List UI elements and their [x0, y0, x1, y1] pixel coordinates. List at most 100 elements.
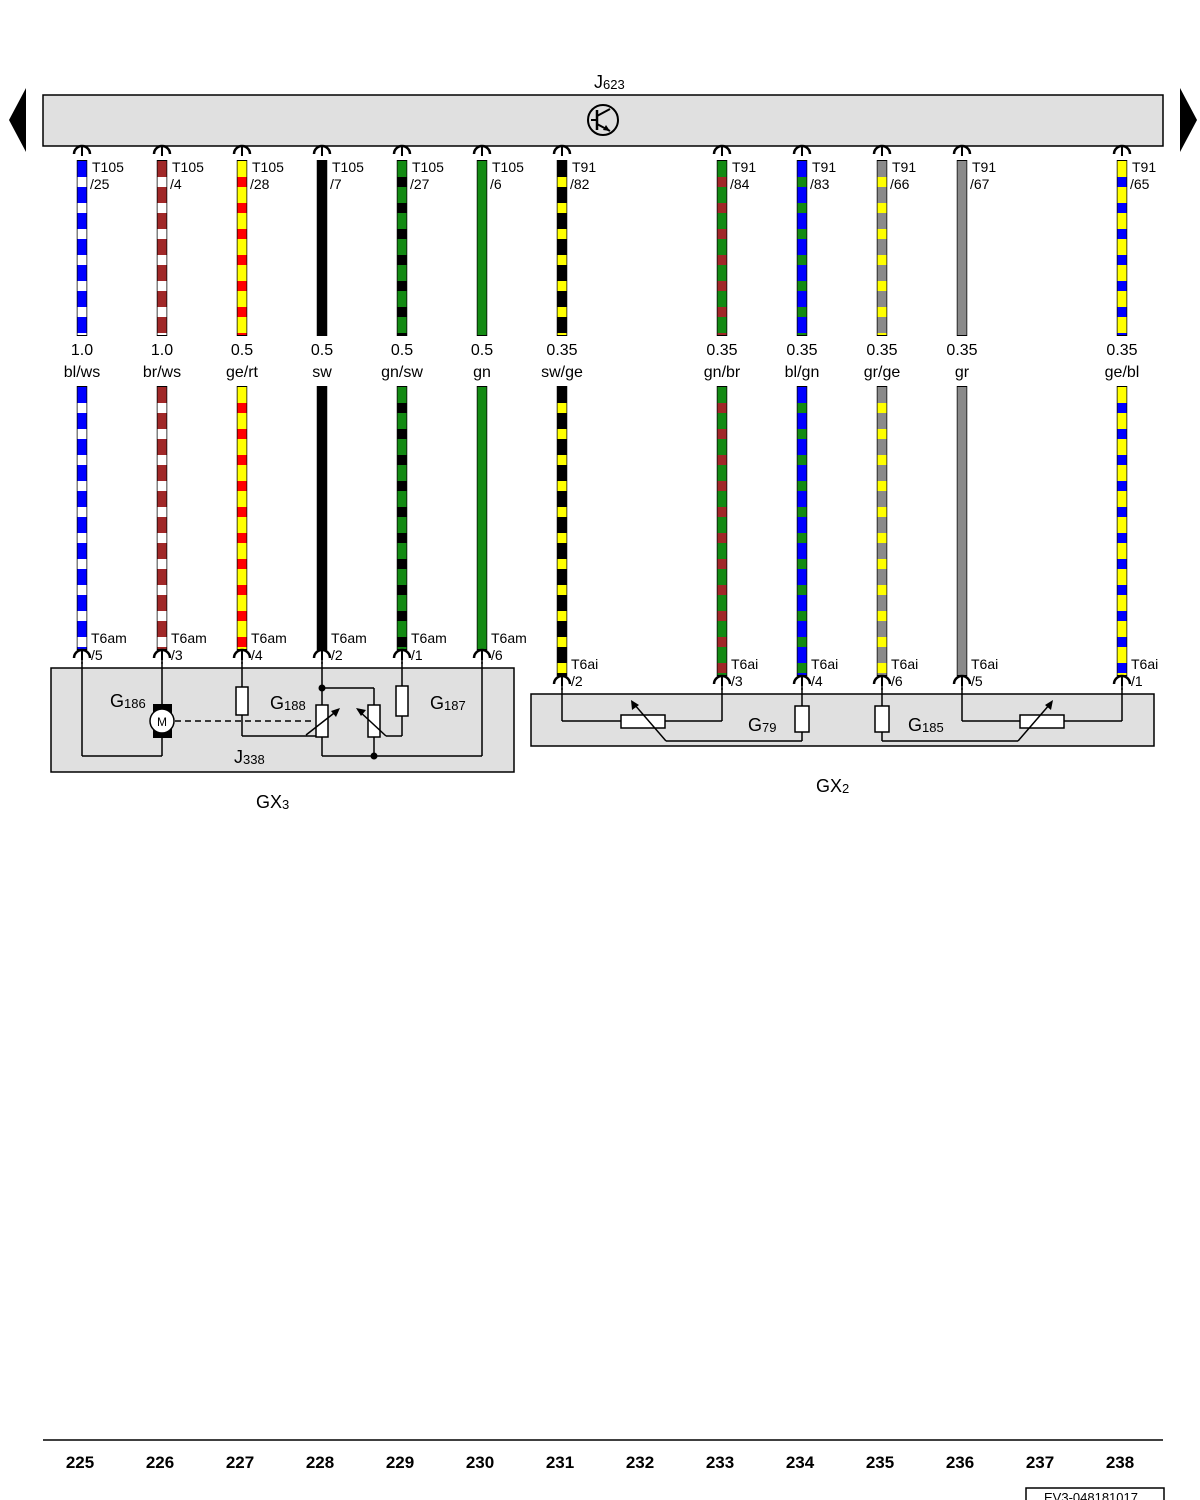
top-connector-label: T91 [1132, 159, 1156, 175]
wire-color-label: bl/gn [785, 364, 820, 381]
top-connector-label: T91 [812, 159, 836, 175]
junction-dot [318, 684, 326, 692]
page-next-arrow-icon[interactable] [1180, 88, 1197, 152]
top-connector-label: T105 [412, 159, 444, 175]
top-pin-label: /27 [410, 176, 430, 192]
wire-gauge-label: 1.0 [151, 342, 173, 359]
wire-gauge-label: 0.35 [546, 342, 577, 359]
track-number: 231 [546, 1453, 574, 1472]
track-number: 228 [306, 1453, 334, 1472]
bottom-connector-label: T6am [331, 630, 367, 646]
wires-layer: T105/251.0bl/wsT6am/5T105/41.0br/wsT6am/… [64, 144, 1158, 690]
bottom-pin-label: /2 [331, 647, 343, 663]
track-number: 236 [946, 1453, 974, 1472]
bottom-connector-label: T6ai [571, 656, 598, 672]
bottom-connector-label: T6ai [811, 656, 838, 672]
track-number: 229 [386, 1453, 414, 1472]
bottom-pin-label: /5 [91, 647, 103, 663]
top-pin-label: /6 [490, 176, 502, 192]
wire-gauge-label: 0.35 [866, 342, 897, 359]
track-number: 235 [866, 1453, 894, 1472]
wire-gauge-label: 0.5 [311, 342, 333, 359]
wire-color-label: bl/ws [64, 364, 100, 381]
component-label-g186: G186 [110, 691, 146, 711]
doc-id: EV3-048181017 [1044, 1490, 1138, 1500]
bottom-pin-label: /6 [491, 647, 503, 663]
wire-gauge-label: 0.5 [231, 342, 253, 359]
wire-color-label: sw [312, 364, 332, 381]
resistor-icon [794, 705, 810, 733]
component-label-gx2: GX2 [816, 776, 849, 796]
resistor-icon [874, 705, 890, 733]
bottom-pin-label: /4 [811, 673, 823, 689]
gx3-housing [50, 667, 515, 773]
track-number: 227 [226, 1453, 254, 1472]
track-number: 226 [146, 1453, 174, 1472]
bottom-connector-label: T6am [491, 630, 527, 646]
bottom-connector-label: T6am [251, 630, 287, 646]
wire-gauge-label: 0.35 [1106, 342, 1137, 359]
top-connector-label: T105 [492, 159, 524, 175]
track-number: 233 [706, 1453, 734, 1472]
bottom-pin-label: /3 [731, 673, 743, 689]
top-connector-label: T105 [172, 159, 204, 175]
wire-gauge-label: 0.35 [706, 342, 737, 359]
track-number: 225 [66, 1453, 94, 1472]
wire-gauge-label: 0.5 [391, 342, 413, 359]
top-connector-label: T91 [572, 159, 596, 175]
wire-color-label: gn/sw [381, 364, 423, 381]
top-pin-label: /25 [90, 176, 110, 192]
wire-gauge-label: 0.35 [946, 342, 977, 359]
top-connector-label: T91 [972, 159, 996, 175]
bottom-pin-label: /1 [411, 647, 423, 663]
top-pin-label: /66 [890, 176, 910, 192]
track-number: 238 [1106, 1453, 1134, 1472]
top-pin-label: /82 [570, 176, 590, 192]
junction-dot [370, 752, 378, 760]
resistor-icon [235, 686, 249, 716]
wire-gauge-label: 1.0 [71, 342, 93, 359]
bottom-connector-label: T6ai [1131, 656, 1158, 672]
wire-gauge-label: 0.35 [786, 342, 817, 359]
wire-color-label: gn/br [704, 364, 741, 381]
track-number: 232 [626, 1453, 654, 1472]
control-unit-j623 [42, 94, 1164, 147]
bottom-connector-label: T6am [171, 630, 207, 646]
wire-color-label: ge/bl [1105, 364, 1140, 381]
control-unit-label: J623 [594, 72, 625, 92]
wire-color-label: sw/ge [541, 364, 583, 381]
component-label-g185: G185 [908, 715, 944, 735]
gx2-internal-wiring [561, 688, 1123, 742]
wire-color-label: br/ws [143, 364, 181, 381]
top-pin-label: /84 [730, 176, 750, 192]
component-label-g79: G79 [748, 715, 776, 735]
bottom-pin-label: /2 [571, 673, 583, 689]
potentiometer-icon [620, 700, 667, 742]
potentiometer-icon [1017, 700, 1065, 742]
top-pin-label: /67 [970, 176, 990, 192]
track-number: 230 [466, 1453, 494, 1472]
transistor-icon [587, 104, 619, 136]
bottom-pin-label: /6 [891, 673, 903, 689]
resistor-icon [395, 685, 409, 717]
wire-color-label: gr/ge [864, 364, 901, 381]
svg-text:M: M [157, 715, 167, 729]
page-prev-arrow-icon[interactable] [9, 88, 26, 152]
wire-gauge-label: 0.5 [471, 342, 493, 359]
bottom-pin-label: /4 [251, 647, 263, 663]
potentiometer-icon [356, 704, 387, 738]
top-pin-label: /28 [250, 176, 270, 192]
track-number: 234 [786, 1453, 815, 1472]
component-label-g187: G187 [430, 693, 466, 713]
gx3-internal-wiring [81, 662, 483, 757]
